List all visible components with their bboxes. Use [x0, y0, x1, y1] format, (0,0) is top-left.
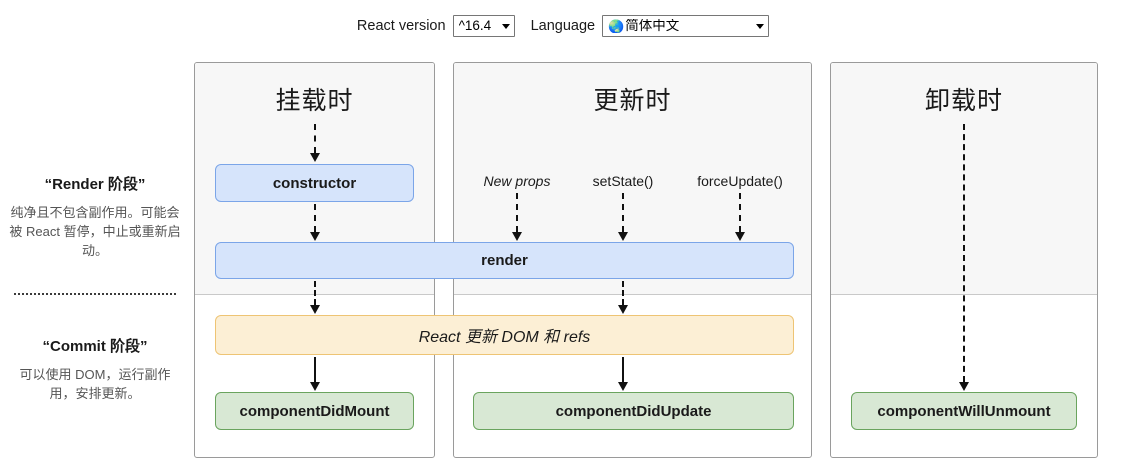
column-unmounting-title: 卸载时 [924, 87, 1003, 115]
legend-render-title: “Render 阶段” [44, 176, 146, 193]
legend-render-description: 纯净且不包含副作用。可能会被 React 暂停，中止或重新启动。 [9, 205, 181, 259]
arrow-force-update-to-render [734, 193, 746, 241]
arrow-set-state-to-render [617, 193, 629, 241]
phase-divider [14, 293, 176, 295]
react-version-label: React version [356, 18, 446, 34]
arrow-render-to-dom-refs-update [617, 281, 629, 314]
arrow-title-to-constructor [309, 124, 321, 162]
arrow-new-props-to-render [511, 193, 523, 241]
language-select[interactable]: 🌏 简体中文 [602, 15, 770, 37]
trigger-force-update: forceUpdate() [697, 173, 783, 189]
arrow-constructor-to-render [309, 204, 321, 241]
column-mounting-title: 挂载时 [275, 87, 354, 115]
arrow-dom-refs-to-did-update [617, 357, 629, 391]
chevron-down-icon [756, 23, 765, 29]
arrow-dom-refs-to-did-mount [309, 357, 321, 391]
node-component-did-update[interactable]: componentDidUpdate [473, 392, 794, 430]
legend-render-phase: “Render 阶段” 纯净且不包含副作用。可能会被 React 暂停，中止或重… [0, 173, 190, 261]
node-component-will-unmount[interactable]: componentWillUnmount [851, 392, 1077, 430]
react-version-control: React version ^16.4 [357, 15, 515, 37]
column-updating-title: 更新时 [593, 87, 672, 115]
react-version-select[interactable]: ^16.4 [452, 15, 515, 37]
arrow-render-to-dom-refs-mount [309, 281, 321, 314]
react-version-value: ^16.4 [458, 19, 492, 33]
node-react-updates-dom-and-refs[interactable]: React 更新 DOM 和 refs [215, 315, 794, 355]
legend-commit-title: “Commit 阶段” [42, 338, 148, 355]
node-component-did-mount[interactable]: componentDidMount [215, 392, 414, 430]
trigger-set-state: setState() [592, 173, 654, 189]
globe-icon: 🌏 [608, 19, 625, 33]
language-value: 简体中文 [625, 19, 680, 33]
trigger-new-props: New props [483, 173, 551, 189]
language-control: Language 🌏 简体中文 [531, 15, 770, 37]
toolbar: React version ^16.4 Language 🌏 简体中文 [0, 0, 1126, 52]
legend-commit-phase: “Commit 阶段” 可以使用 DOM，运行副作用，安排更新。 [0, 335, 190, 403]
phase-legend: “Render 阶段” 纯净且不包含副作用。可能会被 React 暂停，中止或重… [0, 62, 190, 462]
node-constructor[interactable]: constructor [215, 164, 414, 202]
language-label: Language [530, 18, 596, 34]
legend-commit-description: 可以使用 DOM，运行副作用，安排更新。 [19, 367, 171, 402]
chevron-down-icon [501, 23, 510, 29]
arrow-unmount-to-will-unmount [958, 124, 970, 391]
node-render[interactable]: render [215, 242, 794, 279]
